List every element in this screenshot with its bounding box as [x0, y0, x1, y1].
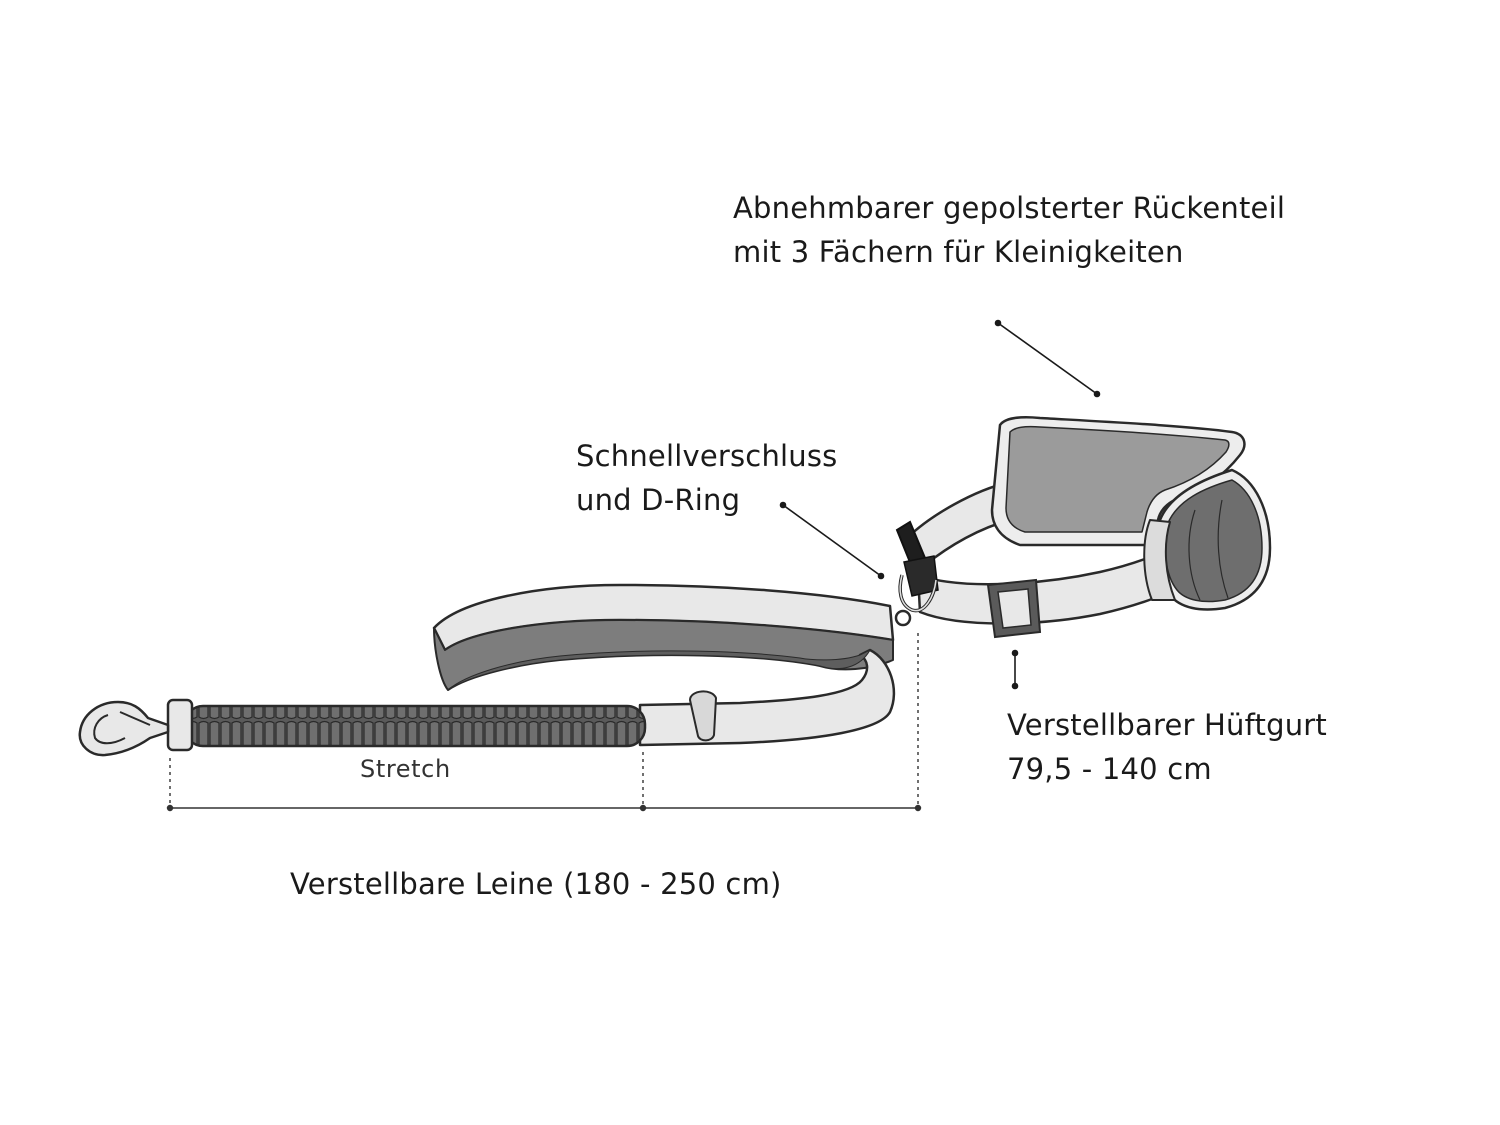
leash-slider-icon [688, 690, 718, 742]
stretch-label: Stretch [360, 755, 451, 783]
leash-label-line: Verstellbare Leine (180 - 250 cm) [290, 867, 782, 901]
buckle-label: Schnellverschluss und D-Ring [576, 434, 837, 522]
slider-buckle-icon [986, 578, 1042, 639]
waist-belt-label-line1: Verstellbarer Hüftgurt [1007, 708, 1327, 742]
waist-belt-label-line2: 79,5 - 140 cm [1007, 752, 1212, 786]
leash-label: Verstellbare Leine (180 - 250 cm) [290, 862, 782, 906]
snap-hook-icon [78, 698, 194, 757]
back-panel-label-line1: Abnehmbarer gepolsterter Rückenteil [733, 191, 1286, 225]
buckle-label-line1: Schnellverschluss [576, 439, 838, 473]
bungee-stretch [183, 704, 647, 748]
back-panel-label: Abnehmbarer gepolsterter Rückenteil mit … [733, 186, 1285, 274]
back-panel-label-line2: mit 3 Fächern für Kleinigkeiten [733, 235, 1184, 269]
dimension-lines [166, 633, 922, 812]
back-panel [990, 416, 1272, 611]
waist-belt-label: Verstellbarer Hüftgurt 79,5 - 140 cm [1007, 703, 1327, 791]
d-ring-icon [894, 574, 938, 627]
leader-lines [779, 319, 1101, 690]
buckle-label-line2: und D-Ring [576, 483, 741, 517]
buckle-icon [895, 520, 939, 597]
